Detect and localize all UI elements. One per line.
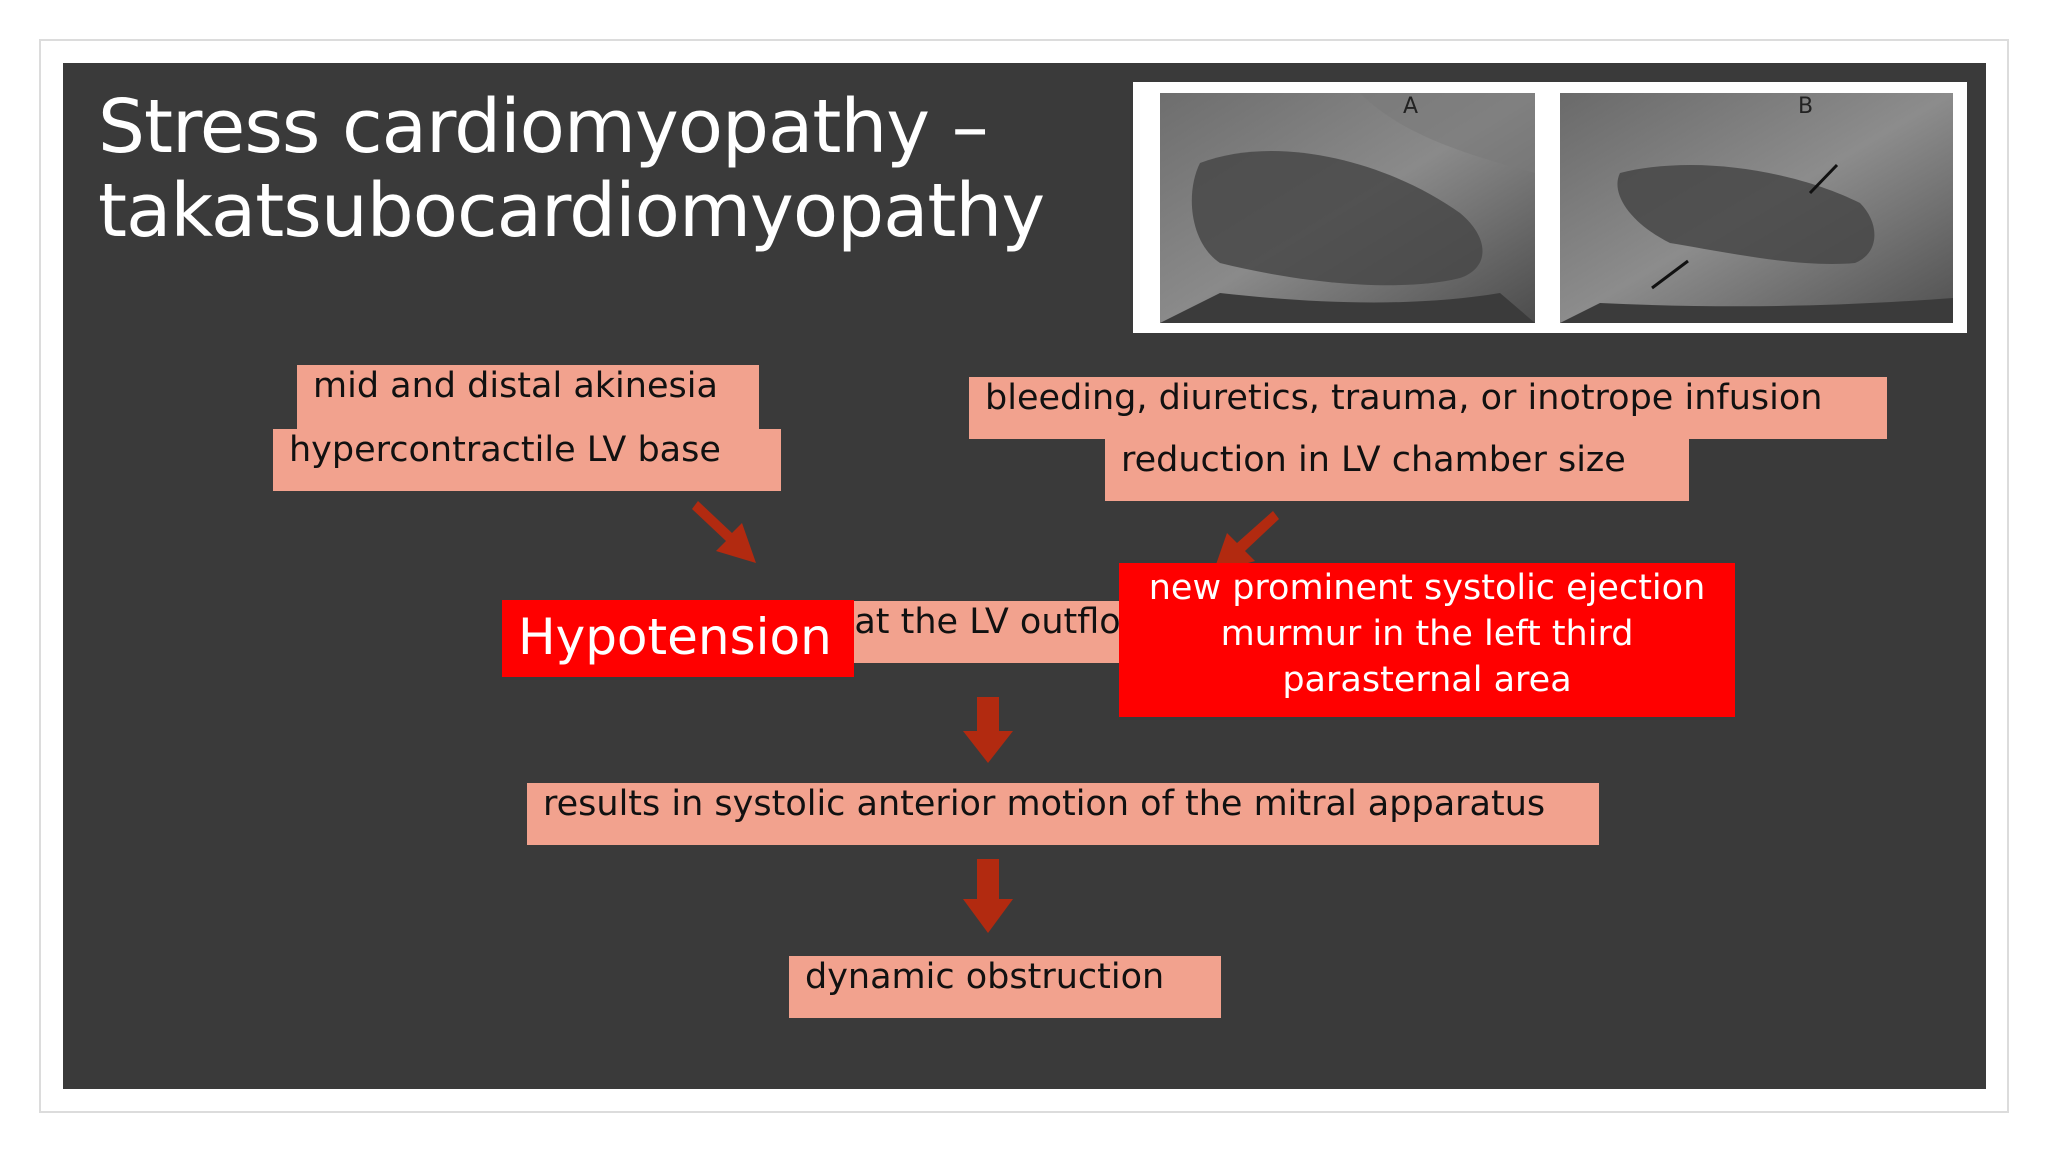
box-akinesia: mid and distal akinesia	[297, 365, 759, 429]
callout-murmur-line-1: new prominent systolic ejection	[1148, 568, 1706, 608]
callout-hypotension: Hypotension	[502, 600, 854, 677]
image-label-b: B	[1798, 94, 1814, 119]
box-dynamic-obstruction: dynamic obstruction	[789, 956, 1221, 1018]
callout-murmur-line-3: parasternal area	[1282, 660, 1572, 700]
angiogram-panel: A B	[1133, 82, 1967, 333]
box-hypercontractile: hypercontractile LV base	[273, 429, 781, 491]
arrow-down-icon	[963, 697, 1013, 763]
box-akinesia-text: mid and distal akinesia	[313, 366, 718, 406]
title-line-1: Stress cardiomyopathy –	[98, 84, 989, 170]
slide: Stress cardiomyopathy – takatsubocardiom…	[63, 63, 1986, 1089]
callout-murmur-line-2: murmur in the left third	[1220, 614, 1634, 654]
image-label-a: A	[1403, 94, 1419, 119]
box-reduction-text: reduction in LV chamber size	[1121, 440, 1626, 480]
slide-title: Stress cardiomyopathy – takatsubocardiom…	[98, 85, 1098, 253]
box-obstruction-text: dynamic obstruction	[805, 957, 1165, 997]
box-bleeding: bleeding, diuretics, trauma, or inotrope…	[969, 377, 1887, 439]
box-sam-text: results in systolic anterior motion of t…	[543, 784, 1546, 824]
callout-murmur: new prominent systolic ejection murmur i…	[1119, 563, 1735, 717]
box-reduction: reduction in LV chamber size	[1105, 439, 1689, 501]
box-bleeding-text: bleeding, diuretics, trauma, or inotrope…	[985, 378, 1823, 418]
box-hypercontractile-text: hypercontractile LV base	[289, 430, 721, 470]
angiogram-image-a	[1160, 93, 1535, 323]
callout-hypotension-text: Hypotension	[518, 608, 832, 666]
arrow-down-left-icon	[1213, 511, 1279, 573]
title-line-2: takatsubocardiomyopathy	[98, 168, 1045, 254]
angiogram-image-b	[1560, 93, 1953, 323]
box-systolic-anterior-motion: results in systolic anterior motion of t…	[527, 783, 1599, 845]
box-outflow-text: g at the LV outflo	[821, 602, 1121, 642]
arrow-down-icon-2	[963, 859, 1013, 933]
arrow-down-right-icon	[692, 501, 756, 563]
